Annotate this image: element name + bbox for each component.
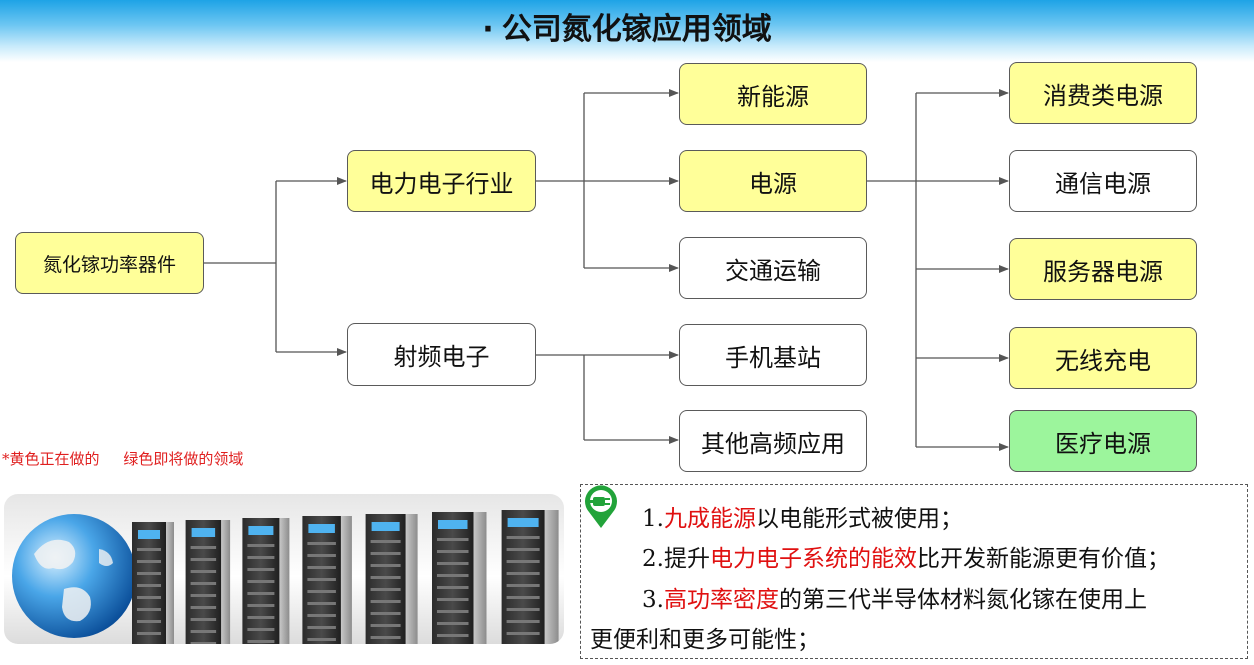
node-medical-power: 医疗电源 — [1009, 410, 1197, 472]
node-new-energy: 新能源 — [679, 63, 867, 125]
point-2: 2.提升电力电子系统的能效比开发新能源更有价值； — [642, 546, 1170, 572]
node-rf-electronics: 射频电子 — [347, 323, 536, 386]
plug-icon — [585, 485, 617, 528]
point-1: 1.九成能源以电能形式被使用； — [642, 506, 963, 532]
point-3: 3.高功率密度的第三代半导体材料氮化镓在使用上 — [642, 587, 1147, 613]
server-illustration — [4, 494, 564, 644]
node-base-station: 手机基站 — [679, 324, 867, 386]
node-other-hf: 其他高频应用 — [679, 410, 867, 472]
node-wireless-charging: 无线充电 — [1009, 327, 1197, 389]
globe-icon — [12, 514, 136, 638]
page-title: ·公司氮化镓应用领域 — [0, 4, 1254, 48]
node-server-power: 服务器电源 — [1009, 238, 1197, 300]
point-3-continued: 更便利和更多可能性； — [590, 627, 820, 653]
node-telecom-power: 通信电源 — [1009, 150, 1197, 212]
header-banner — [0, 0, 1254, 62]
node-gan-power-device: 氮化镓功率器件 — [15, 232, 204, 294]
node-consumer-power: 消费类电源 — [1009, 62, 1197, 124]
node-power-supply: 电源 — [679, 150, 867, 212]
node-transport: 交通运输 — [679, 237, 867, 299]
server-rack-icon — [12, 510, 559, 644]
title-text: 公司氮化镓应用领域 — [501, 12, 772, 47]
legend-note: *黄色正在做的 绿色即将做的领域 — [2, 450, 244, 468]
key-points-box — [580, 484, 1248, 659]
node-power-electronics: 电力电子行业 — [347, 150, 536, 212]
title-bullet: · — [482, 12, 494, 47]
